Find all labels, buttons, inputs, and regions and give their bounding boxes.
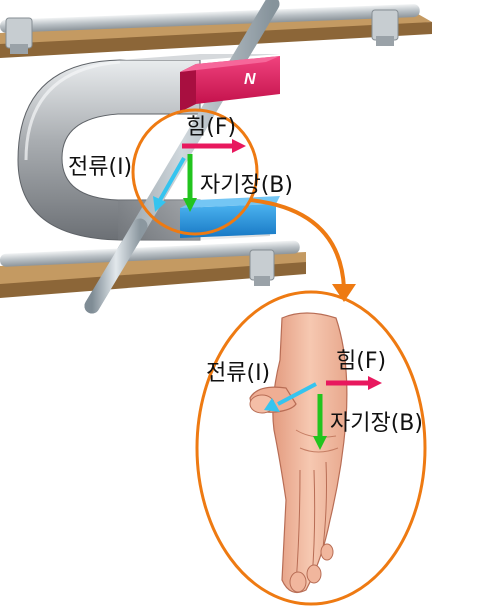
north-pole-label: N: [244, 71, 256, 88]
force-label-top: 힘(F): [186, 115, 236, 140]
force-arrow-top: [182, 139, 246, 153]
bottom-rail: [0, 240, 306, 298]
field-arrow-top: [183, 154, 197, 212]
force-label-bottom: 힘(F): [336, 349, 386, 374]
current-arrow-top: [153, 157, 186, 212]
zoom-callout-circle: [131, 108, 259, 236]
current-label-top: 전류(I): [68, 155, 132, 180]
field-arrow-bottom: [313, 394, 327, 450]
field-label-top: 자기장(B): [200, 173, 293, 198]
north-pole-block: N: [180, 56, 280, 112]
rail-clamp-left: [5, 17, 33, 54]
conducting-rod-front: [84, 218, 148, 314]
left-hand: [249, 312, 348, 593]
force-arrow-bottom: [326, 376, 382, 390]
field-label-bottom: 자기장(B): [330, 411, 423, 436]
current-arrow-bottom: [264, 382, 317, 412]
hand-callout-ellipse: [195, 290, 427, 606]
current-label-bottom: 전류(I): [206, 361, 270, 386]
rail-clamp-bottom: [249, 249, 275, 286]
top-rail: [0, 4, 432, 58]
zoom-connector-arrow: [249, 198, 356, 302]
rail-clamp-right: [371, 9, 399, 46]
